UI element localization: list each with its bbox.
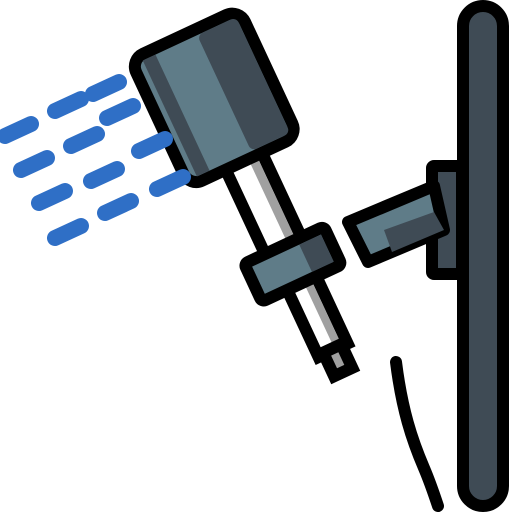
- handle-collar: [239, 221, 347, 307]
- handle-end-cap: [315, 336, 361, 385]
- water-drop: [13, 150, 55, 178]
- hose: [390, 356, 444, 512]
- water-drop: [131, 131, 173, 159]
- water-drop: [83, 161, 125, 189]
- water-drop: [99, 98, 141, 126]
- wall-rail: [457, 0, 509, 512]
- water-drop: [85, 74, 127, 102]
- water-drop: [149, 169, 191, 197]
- water-drop: [31, 183, 73, 211]
- shower-handle-group: [128, 7, 361, 385]
- water-drop: [0, 116, 39, 144]
- shower-head: [128, 7, 300, 189]
- rail-bar: [457, 0, 509, 512]
- water-drop: [63, 126, 105, 154]
- water-drop: [47, 91, 89, 119]
- water-drop: [47, 218, 89, 246]
- water-drop: [97, 193, 139, 221]
- water-spray: [0, 74, 191, 246]
- bracket-arm: [342, 180, 450, 268]
